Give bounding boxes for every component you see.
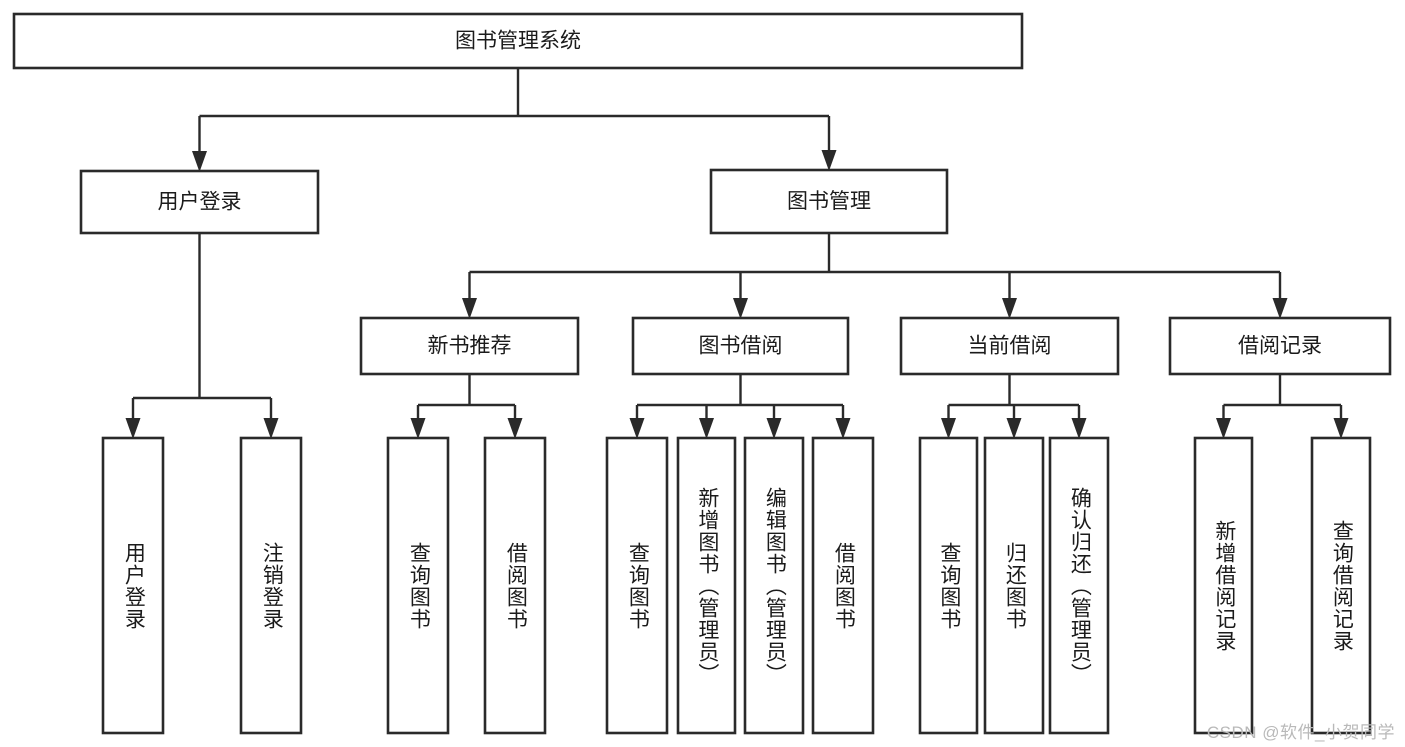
arrow-head-icon xyxy=(835,418,851,439)
node-box-leaf-borrow-book-rec[interactable] xyxy=(483,436,547,735)
node-leaf-user-login[interactable] xyxy=(101,436,165,735)
arrow-head-icon xyxy=(1216,418,1231,439)
node-box-user-login[interactable] xyxy=(79,169,320,235)
arrow-head-icon xyxy=(507,418,523,439)
connectors-layer xyxy=(125,68,1349,439)
node-leaf-confirm-return[interactable] xyxy=(1048,436,1110,735)
arrow-head-icon xyxy=(1006,418,1022,439)
connector-edge-userlogin-to-leaves xyxy=(125,233,279,439)
connector-edge-root-to-level2 xyxy=(192,68,837,172)
node-leaf-query-record[interactable] xyxy=(1310,436,1372,735)
node-label-current-borrow: 当前借阅 xyxy=(968,335,1052,358)
node-label-root: 图书管理系统 xyxy=(455,30,581,53)
node-box-leaf-return-book[interactable] xyxy=(983,436,1045,735)
node-box-current-borrow[interactable] xyxy=(899,316,1120,376)
arrow-head-icon xyxy=(699,418,714,439)
node-box-leaf-confirm-return[interactable] xyxy=(1048,436,1110,735)
arrow-head-icon xyxy=(462,298,477,319)
arrow-head-icon xyxy=(821,150,837,171)
node-box-book-manage[interactable] xyxy=(709,168,949,235)
arrow-head-icon xyxy=(192,151,207,172)
node-borrow-record[interactable]: 借阅记录 xyxy=(1168,316,1392,376)
node-leaf-query-book-rec[interactable] xyxy=(386,436,450,735)
node-leaf-add-record[interactable] xyxy=(1193,436,1254,735)
node-new-book-rec[interactable]: 新书推荐 xyxy=(359,316,580,376)
node-label-user-login: 用户登录 xyxy=(158,191,242,214)
arrow-head-icon xyxy=(733,298,748,319)
arrow-head-icon xyxy=(1071,418,1087,439)
node-label-book-borrow: 图书借阅 xyxy=(699,335,783,358)
arrow-head-icon xyxy=(1272,298,1288,319)
connector-edge-bookmanage-to-level3 xyxy=(462,233,1288,319)
node-box-leaf-query-book-borrow[interactable] xyxy=(605,436,669,735)
arrow-head-icon xyxy=(629,418,645,439)
node-book-manage[interactable]: 图书管理 xyxy=(709,168,949,235)
node-leaf-query-book-borrow[interactable] xyxy=(605,436,669,735)
node-box-leaf-query-record[interactable] xyxy=(1310,436,1372,735)
node-leaf-query-book-current[interactable] xyxy=(918,436,979,735)
node-leaf-borrow-book-rec[interactable] xyxy=(483,436,547,735)
node-box-borrow-record[interactable] xyxy=(1168,316,1392,376)
node-box-book-borrow[interactable] xyxy=(631,316,850,376)
arrow-head-icon xyxy=(410,418,426,439)
arrow-head-icon xyxy=(941,418,956,439)
connector-edge-record-to-leaves xyxy=(1216,374,1349,439)
node-box-leaf-edit-book[interactable] xyxy=(743,436,805,735)
node-label-new-book-rec: 新书推荐 xyxy=(428,335,512,358)
node-box-leaf-logout[interactable] xyxy=(239,436,303,735)
node-current-borrow[interactable]: 当前借阅 xyxy=(899,316,1120,376)
node-leaf-add-book[interactable] xyxy=(676,436,737,735)
watermark-text: CSDN @软件_小贺同学 xyxy=(1206,723,1395,742)
arrow-head-icon xyxy=(125,418,141,439)
node-user-login[interactable]: 用户登录 xyxy=(79,169,320,235)
connector-edge-bookborrow-to-leaves xyxy=(629,374,851,439)
node-leaf-borrow-book[interactable] xyxy=(811,436,875,735)
node-leaf-return-book[interactable] xyxy=(983,436,1045,735)
node-box-leaf-add-book[interactable] xyxy=(676,436,737,735)
arrow-head-icon xyxy=(1002,298,1017,319)
node-box-leaf-query-book-current[interactable] xyxy=(918,436,979,735)
node-label-borrow-record: 借阅记录 xyxy=(1238,335,1322,358)
node-leaf-edit-book[interactable] xyxy=(743,436,805,735)
arrow-head-icon xyxy=(766,418,782,439)
connector-edge-newbook-to-leaves xyxy=(410,374,523,439)
node-label-book-manage: 图书管理 xyxy=(787,190,871,213)
node-box-root[interactable] xyxy=(12,12,1024,70)
node-box-leaf-borrow-book[interactable] xyxy=(811,436,875,735)
arrow-head-icon xyxy=(1333,418,1349,439)
arrow-head-icon xyxy=(263,418,279,439)
node-box-leaf-add-record[interactable] xyxy=(1193,436,1254,735)
node-root[interactable]: 图书管理系统 xyxy=(12,12,1024,70)
connector-edge-current-to-leaves xyxy=(941,374,1087,439)
node-leaf-logout[interactable] xyxy=(239,436,303,735)
node-box-leaf-query-book-rec[interactable] xyxy=(386,436,450,735)
node-book-borrow[interactable]: 图书借阅 xyxy=(631,316,850,376)
node-box-new-book-rec[interactable] xyxy=(359,316,580,376)
node-box-leaf-user-login[interactable] xyxy=(101,436,165,735)
